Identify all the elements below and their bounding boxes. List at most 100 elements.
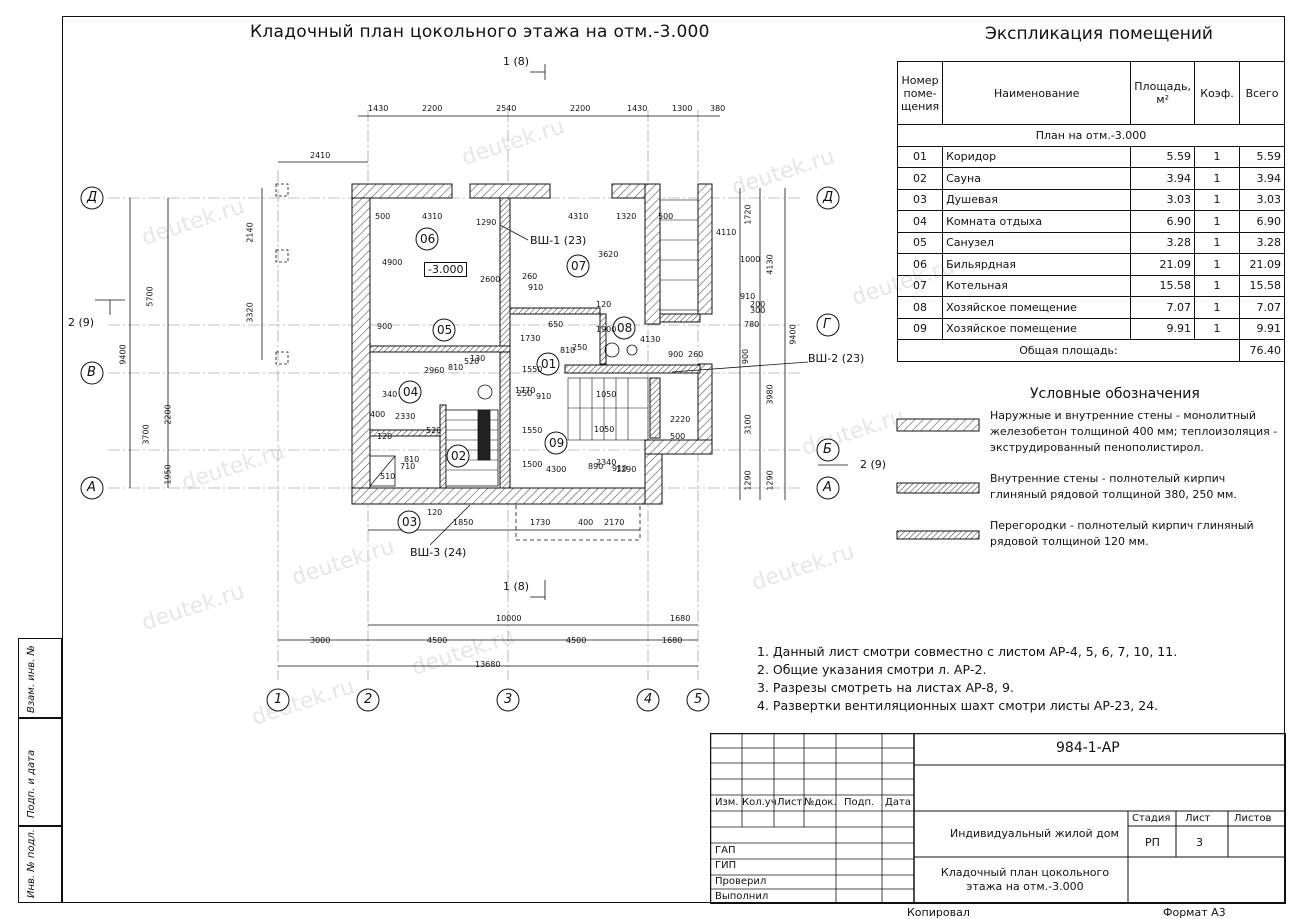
- total-label: Общая площадь:: [897, 339, 1240, 362]
- dimension: 810: [404, 455, 420, 464]
- dimension: 1050: [596, 390, 617, 399]
- dimension: 1900: [596, 325, 617, 334]
- dimension: 520: [464, 357, 480, 366]
- table-cell: 01: [896, 145, 944, 168]
- dimension: 3620: [598, 250, 619, 259]
- dimension: 910: [612, 464, 628, 473]
- dimension: 2200: [570, 104, 591, 113]
- axis-number: 1: [274, 692, 283, 707]
- dimension: 4300: [546, 465, 567, 474]
- stage-header: Лист: [1185, 813, 1211, 824]
- table-cell: 5.59: [1239, 145, 1285, 168]
- axis-number: 3: [504, 692, 513, 707]
- dimension: 1000: [740, 255, 761, 264]
- legend-item: Внутренние стены - полнотелый кирпич гли…: [990, 472, 1237, 501]
- dimension: 2200: [163, 404, 173, 425]
- dimension: 1730: [520, 334, 541, 343]
- legend-item: Перегородки - полнотелый кирпич глиняный…: [990, 519, 1254, 548]
- table-cell: 07: [896, 274, 944, 297]
- dimension: 2140: [245, 222, 255, 243]
- section-row: План на отм.-3.000: [897, 124, 1285, 147]
- dimension: 4900: [382, 258, 403, 267]
- dimension: 2200: [422, 104, 443, 113]
- note: 4. Развертки вентиляционных шахт смотри …: [757, 698, 1159, 713]
- dimension: 500: [375, 212, 391, 221]
- col-header: Всего: [1239, 61, 1285, 125]
- col-header: Наименование: [942, 61, 1132, 125]
- col-header: Площадь, м²: [1130, 61, 1195, 125]
- dimension: 400: [578, 518, 594, 527]
- table-cell: 1: [1194, 296, 1240, 319]
- stamp-col: Лист: [777, 797, 803, 808]
- room-number: 01: [541, 357, 557, 371]
- dimension: 2960: [424, 366, 445, 375]
- section-mark: 1 (8): [503, 55, 530, 68]
- dimension: 4310: [568, 212, 589, 221]
- dimension: 1290: [765, 470, 775, 491]
- explication-table: Номер поме-щения Наименование Площадь, м…: [896, 61, 1285, 362]
- dimension: 500: [670, 432, 686, 441]
- axis-letter: Д: [87, 190, 98, 205]
- table-cell: 1: [1194, 167, 1240, 190]
- dimension: 2170: [604, 518, 625, 527]
- dimension: 1290: [743, 470, 753, 491]
- table-cell: 06: [896, 253, 944, 276]
- note: 1. Данный лист смотри совместно с листом…: [757, 644, 1178, 659]
- axis-number: 5: [694, 692, 703, 707]
- legend-swatch-partition: [896, 530, 980, 540]
- dimension: 4500: [427, 636, 448, 645]
- section-mark: 1 (8): [503, 580, 530, 593]
- dimension: 250: [517, 389, 533, 398]
- axis-letter: В: [87, 365, 96, 380]
- dimension: 1500: [522, 460, 543, 469]
- room-number: 03: [402, 515, 418, 529]
- dimension: 4130: [765, 254, 775, 275]
- dimension: 1290: [476, 218, 497, 227]
- table-cell: 1: [1194, 253, 1240, 276]
- axis-letter: А: [87, 480, 96, 495]
- dimension: 2600: [480, 275, 501, 284]
- room-number: 07: [571, 259, 587, 273]
- dimension: 3980: [765, 384, 775, 405]
- dimension: 9400: [118, 344, 128, 365]
- dimension: 2220: [670, 415, 691, 424]
- axis-letter: Д: [823, 190, 834, 205]
- stamp-role: Выполнил: [715, 891, 769, 902]
- doc-code: 984-1-АР: [1056, 740, 1120, 756]
- shaft-label: ВШ-1 (23): [530, 234, 587, 247]
- legend-item: Наружные и внутренние стены - монолитный…: [990, 409, 1278, 454]
- table-cell: Коридор: [942, 145, 1132, 168]
- stamp-col: Дата: [885, 797, 911, 808]
- dimension: 1290: [616, 465, 637, 474]
- dimension: 3100: [743, 414, 753, 435]
- dimension: 900: [377, 322, 393, 331]
- side-label: Взам. инв. №: [26, 645, 37, 713]
- section-mark: 2 (9): [68, 316, 95, 329]
- table-cell: 05: [896, 231, 944, 254]
- dimension: 9400: [788, 324, 798, 345]
- dimension: 910: [528, 283, 544, 292]
- format-label: Формат А3: [1163, 906, 1226, 919]
- stage-header: Стадия: [1132, 813, 1171, 824]
- dimension: 260: [522, 272, 538, 281]
- axis-number: 4: [644, 692, 653, 707]
- explication-title: Экспликация помещений: [985, 24, 1213, 44]
- dimension: 1680: [670, 614, 691, 623]
- side-cell: [18, 638, 62, 718]
- table-cell: Хозяйское помещение: [942, 296, 1132, 319]
- table-cell: 1: [1194, 188, 1240, 211]
- table-cell: 1: [1194, 317, 1240, 340]
- dimension: 500: [658, 212, 674, 221]
- room-number: 05: [437, 323, 453, 337]
- table-cell: 9.91: [1130, 317, 1195, 340]
- dimension: 2330: [395, 412, 416, 421]
- dimension: 2410: [310, 151, 331, 160]
- col-header: Номер поме-щения: [896, 61, 944, 125]
- project-name: Индивидуальный жилой дом: [950, 827, 1119, 840]
